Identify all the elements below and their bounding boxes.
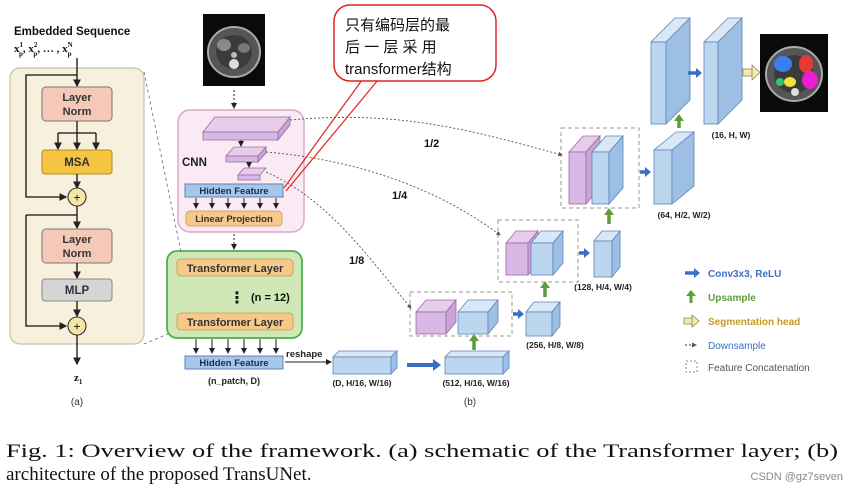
block-64 <box>652 131 696 205</box>
legend-concat-label: Feature Concatenation <box>708 363 810 374</box>
callout-pointer-1 <box>283 79 363 189</box>
legend-upsample-label: Upsample <box>708 293 756 304</box>
skip-1-2-label: 1/2 <box>424 138 439 150</box>
decoder-top-block-2 <box>703 17 743 125</box>
block-128 <box>593 229 621 279</box>
callout-line-3: transformer结构 <box>345 61 452 78</box>
segmentation-head-arrow <box>742 68 754 77</box>
block-256 <box>525 300 561 338</box>
dim-128-label: (128, H/4, W/4) <box>574 282 632 292</box>
caption-a: (a) <box>71 397 83 408</box>
legend-downsample-label: Downsample <box>708 341 766 352</box>
concat-1-8-purple <box>415 298 457 336</box>
legend-conv-label: Conv3x3, ReLU <box>708 269 781 280</box>
output-z1-label: z1 <box>74 372 83 386</box>
cnn-feature-maps <box>202 115 291 181</box>
concat-box-1-4 <box>497 219 579 283</box>
layer-norm-bottom-label-2: Norm <box>63 248 92 260</box>
msa-label: MSA <box>64 157 90 169</box>
ct-input-image <box>203 14 265 86</box>
figure-caption-line-1: Fig. 1: Overview of the framework. (a) s… <box>6 441 838 462</box>
hidden-feature-bottom-label: Hidden Feature <box>199 358 268 369</box>
concat-1-8-blue <box>457 298 499 336</box>
hidden-feature-top-label: Hidden Feature <box>199 186 268 197</box>
figure-caption-line-2: architecture of the proposed TransUNet. <box>6 464 312 485</box>
dim-64-label: (64, H/2, W/2) <box>658 210 711 220</box>
transformer-count-label: (n = 12) <box>251 292 290 304</box>
residual-add-2-symbol: + <box>73 320 80 334</box>
transformer-layer-first <box>176 258 294 277</box>
caption-b: (b) <box>464 397 476 408</box>
transunet-architecture: CNN Hidden Feature Linear Projectio <box>166 14 828 408</box>
block-d <box>332 350 398 375</box>
segmentation-output-image <box>760 34 828 112</box>
mlp-label: MLP <box>65 285 90 297</box>
legend-conv-icon <box>694 268 700 278</box>
residual-add-1-symbol: + <box>73 191 80 205</box>
callout-bubble <box>333 4 497 82</box>
reshape-label: reshape <box>286 349 322 360</box>
linear-projection-label: Linear Projection <box>195 214 273 225</box>
hidden-feature-bar-top <box>184 183 284 198</box>
skip-connection-1-2 <box>289 116 563 157</box>
layer-norm-top-label-2: Norm <box>63 106 92 118</box>
concat-1-4-blue <box>530 229 564 277</box>
legend-upsample-icon <box>686 290 696 296</box>
hidden-feature-bar-bottom <box>184 355 284 370</box>
skip-connection-1-8 <box>265 171 412 309</box>
concat-box-1-8 <box>409 291 513 337</box>
cnn-label: CNN <box>182 157 207 169</box>
callout-line-1: 只有编码层的最 <box>345 17 450 34</box>
dim-d-label: (D, H/16, W/16) <box>332 378 391 388</box>
zoom-connector-bottom <box>143 332 171 345</box>
watermark: CSDN @gz7seven <box>751 471 843 483</box>
layer-norm-bottom-label-1: Layer <box>62 234 92 246</box>
legend-seg-head-label: Segmentation head <box>708 317 800 328</box>
callout-line-2: 后 一 层 采 用 <box>345 39 437 56</box>
zoom-connector-top <box>143 71 183 258</box>
skip-1-4-label: 1/4 <box>392 190 408 202</box>
dim-512-label: (512, H/16, W/16) <box>442 378 509 388</box>
legend-concat-icon <box>685 360 698 373</box>
dim-256-label: (256, H/8, W/8) <box>526 340 584 350</box>
block-512 <box>444 350 510 375</box>
layer-norm-top-label-1: Layer <box>62 92 92 104</box>
transformer-dots: ⋮ <box>229 290 245 307</box>
n-patch-label: (n_patch, D) <box>208 376 260 386</box>
linear-projection-box <box>185 210 283 227</box>
embedded-sequence-title: Embedded Sequence <box>14 26 130 38</box>
transformer-layer-last-label: Transformer Layer <box>187 317 284 329</box>
skip-1-8-label: 1/8 <box>349 255 364 267</box>
legend-seg-head-icon <box>691 314 700 328</box>
concat-box-1-2 <box>560 127 640 209</box>
transformer-layer-last <box>176 312 294 331</box>
dim-16-label: (16, H, W) <box>712 130 751 140</box>
legend: Conv3x3, ReLU Upsample Segmentation head… <box>683 268 810 374</box>
callout-annotation: 只有编码层的最 后 一 层 采 用 transformer结构 <box>283 4 497 192</box>
transformer-layer-first-label: Transformer Layer <box>187 263 284 275</box>
callout-pointer-2 <box>285 79 379 192</box>
concat-1-2-blue <box>591 134 624 206</box>
decoder-top-block-1 <box>650 17 691 125</box>
skip-connection-1-4 <box>265 151 501 236</box>
